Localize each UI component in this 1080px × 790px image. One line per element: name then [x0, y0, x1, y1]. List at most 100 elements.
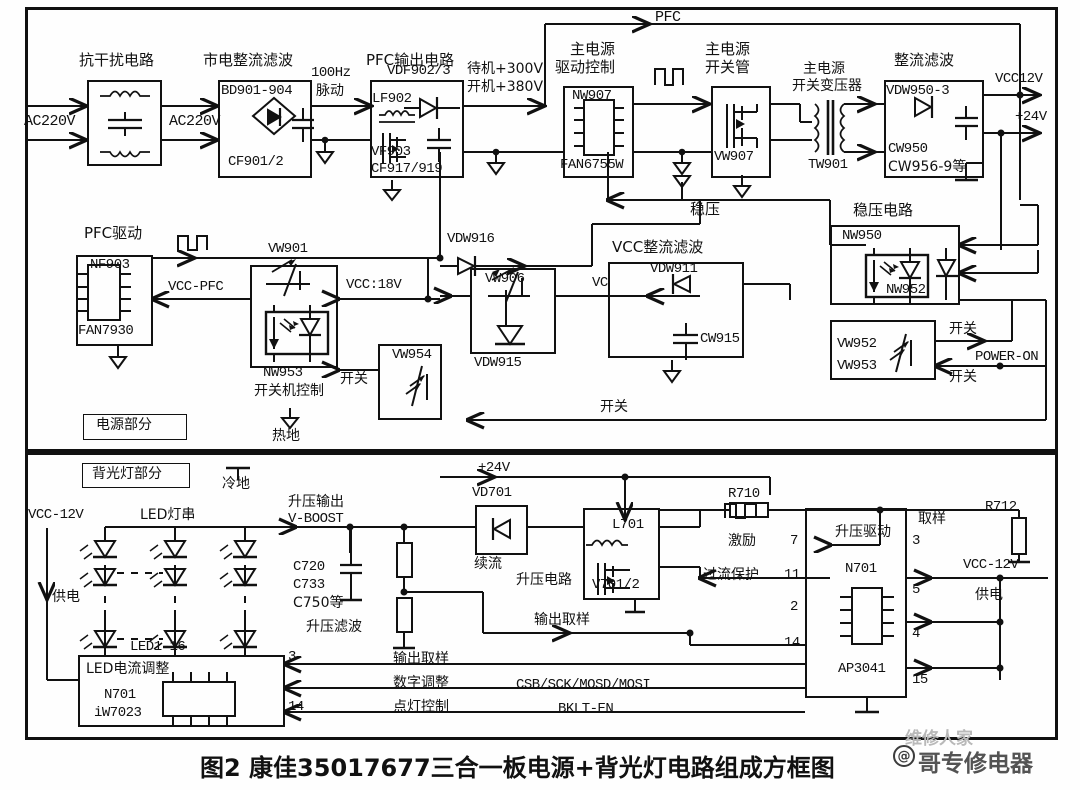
boost-cap-c750: C750等 — [293, 595, 344, 611]
vcc-rectifier-part-vdw911: VDW911 — [650, 261, 698, 277]
power-section-tag-box — [83, 414, 187, 440]
boost-driver-box — [805, 508, 907, 698]
mains-rectifier-part-bottom: CF901/2 — [228, 154, 284, 170]
output-rectifier-title: 整流滤波 — [894, 51, 955, 69]
switch-out-label-b: 开关 — [949, 369, 977, 385]
transformer-title-2: 开关变压器 — [792, 78, 862, 94]
main-switch-box — [711, 86, 771, 178]
cold-ground-label: 冷地 — [222, 476, 250, 492]
poweron-voltage-label: 开机+380V — [467, 79, 544, 95]
light-bus-label: BKLT-EN — [558, 701, 614, 717]
ripple-label: 脉动 — [316, 83, 344, 99]
boost-output-label-1: 升压输出 — [288, 494, 344, 510]
watermark-at-icon: @ — [893, 745, 915, 767]
main-drive-control-box — [563, 86, 634, 178]
boost-circuit-label: 升压电路 — [516, 572, 572, 588]
pfc-part-vf903: VF903 — [371, 144, 411, 160]
main-switch-title-2: 开关管 — [705, 58, 751, 76]
switch-opto-part-vw953: VW953 — [837, 358, 877, 374]
switch-opto-part-vw952: VW952 — [837, 336, 877, 352]
boost-driver-pin-4: 4 — [912, 626, 920, 642]
boost-core-box — [583, 508, 660, 600]
transformer-part: TW901 — [808, 157, 848, 173]
switch-label-bus: 开关 — [600, 399, 628, 415]
vdw916-label: VDW916 — [447, 231, 495, 247]
main-drive-title-2: 驱动控制 — [555, 58, 616, 76]
mains-rectifier-box — [218, 80, 312, 178]
supply-left-label: 供电 — [52, 589, 80, 605]
boost-core-part-v701: V701/2 — [592, 577, 640, 593]
vcc-rectifier-part-cw915: CW915 — [700, 331, 740, 347]
switch-label-to-onoff: 开关 — [340, 371, 368, 387]
boost-driver-pin-7: 7 — [790, 533, 798, 549]
vd701-box — [475, 505, 528, 555]
vcc-rectifier-title: VCC整流滤波 — [612, 238, 704, 256]
r712-label: R712 — [985, 499, 1017, 515]
power-on-label: POWER-ON — [975, 349, 1039, 365]
boost-driver-pin-2: 2 — [790, 599, 798, 615]
boost-cap-c733: C733 — [293, 577, 325, 593]
regulator-part-nw952: NW952 — [886, 282, 926, 298]
backlight-section-tag-box — [82, 463, 190, 488]
output-rectifier-part-3: CW956-9等 — [888, 159, 967, 175]
pfc-bus-label: PFC — [655, 9, 681, 26]
onoff-control-box — [250, 265, 338, 368]
overcurrent-protect-label: 过流保护 — [703, 567, 759, 583]
output-rectifier-box — [884, 80, 984, 178]
led-driver-part-iw7023: iW7023 — [94, 705, 142, 721]
pfc-driver-part-bottom: FAN7930 — [78, 323, 134, 339]
vcc12v-rail-label: VCC12V — [995, 71, 1043, 87]
vw954-box — [378, 344, 442, 420]
led-string-title: LED灯串 — [140, 507, 196, 523]
r710-label: R710 — [728, 486, 760, 502]
onoff-control-title: 开关机控制 — [254, 383, 324, 399]
boost-driver-pin-5: 5 — [912, 582, 920, 598]
main-switch-title-1: 主电源 — [705, 40, 751, 58]
led-driver-part-n701: N701 — [104, 687, 136, 703]
led-driver-pin-3: 3 — [288, 649, 296, 665]
clamp-box — [470, 268, 556, 354]
hot-ground-label: 热地 — [272, 428, 300, 444]
pfc-driver-title: PFC驱动 — [84, 224, 143, 242]
led-driver-pin-14: 14 — [288, 699, 304, 715]
boost-driver-part-ap3041: AP3041 — [838, 661, 886, 677]
digital-adjust-label: 数字调整 — [393, 675, 449, 691]
figure-caption: 图2 康佳35017677三合一板电源+背光灯电路组成方框图 — [200, 754, 835, 782]
emi-filter-box — [87, 80, 162, 166]
backlight-section-tag-label: 背光灯部分 — [92, 466, 162, 482]
led-range-label: LED1-16 — [130, 639, 186, 655]
power-section-frame — [25, 7, 1058, 452]
pfc-driver-part-top: NF903 — [90, 257, 130, 273]
pfc-part-lf902: LF902 — [372, 91, 412, 107]
boost-driver-pin-3: 3 — [912, 533, 920, 549]
main-switch-part: VW907 — [714, 149, 754, 165]
regulation-feedback-label: 稳压 — [690, 200, 721, 218]
vw954-part-label: VW954 — [392, 347, 432, 363]
boost-output-label-2: V-BOOST — [288, 511, 344, 527]
v24-rail-label: +24V — [1015, 109, 1047, 125]
output-rectifier-part-1: VDW950-3 — [886, 83, 950, 99]
main-drive-title-1: 主电源 — [570, 40, 616, 58]
transformer-title-1: 主电源 — [803, 61, 845, 77]
main-drive-part-top: NW907 — [572, 88, 612, 104]
ripple-freq-label: 100Hz — [311, 65, 351, 81]
vcc12v-right-label: VCC-12V — [963, 557, 1019, 573]
power-switch-opto-box — [830, 320, 936, 380]
pfc-output-box — [370, 80, 464, 178]
digital-bus-label: CSB/SCK/MOSD/MOSI — [516, 677, 651, 693]
ac-input-right-label: AC220V — [169, 113, 221, 130]
clamp-part-vw906: VW906 — [485, 271, 525, 287]
pfc-part-cf917: CF917/919 — [371, 161, 443, 177]
drive-excitation-label: 激励 — [728, 533, 756, 549]
onoff-part-vw901: VW901 — [268, 241, 308, 257]
onoff-part-nw953: NW953 — [263, 365, 303, 381]
freewheel-label: 续流 — [474, 556, 502, 572]
power-section-tag-label: 电源部分 — [96, 417, 152, 433]
boost-driver-title: 升压驱动 — [835, 524, 891, 540]
boost-filter-title: 升压滤波 — [306, 619, 362, 635]
led-driver-title: LED电流调整 — [86, 661, 170, 677]
vcc-pfc-label: VCC-PFC — [168, 279, 224, 295]
pfc-part-vdf: VDF902/3 — [387, 63, 451, 79]
regulator-circuit-title: 稳压电路 — [853, 201, 914, 219]
